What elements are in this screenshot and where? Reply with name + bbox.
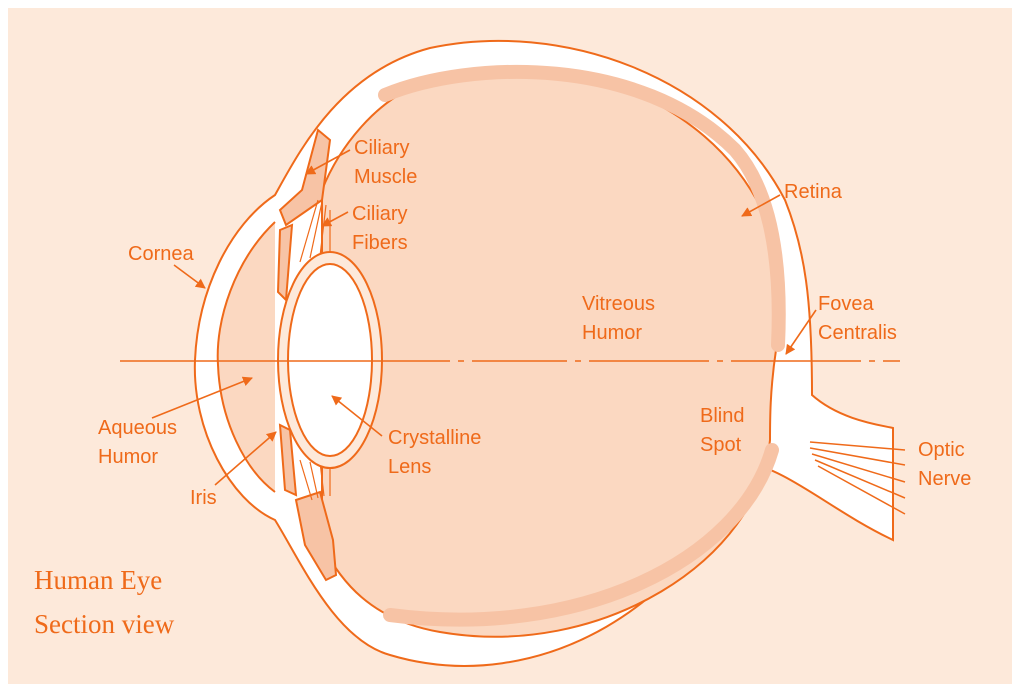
label-vitreous-humor-line2: Humor — [582, 319, 655, 348]
label-ciliary-fibers-line2: Fibers — [352, 229, 408, 258]
label-crystalline-lens-line2: Lens — [388, 453, 481, 482]
label-ciliary-fibers-line1: Ciliary — [352, 200, 408, 229]
label-blind-spot: Blind Spot — [700, 402, 744, 460]
label-iris-text: Iris — [190, 484, 217, 513]
crystalline-lens-core — [288, 264, 372, 456]
label-retina: Retina — [784, 178, 842, 207]
label-ciliary-muscle-line2: Muscle — [354, 163, 417, 192]
label-fovea-centralis-line1: Fovea — [818, 290, 897, 319]
label-optic-nerve-line2: Nerve — [918, 465, 971, 494]
label-aqueous-humor-line2: Humor — [98, 443, 177, 472]
label-optic-nerve: Optic Nerve — [918, 436, 971, 494]
label-ciliary-fibers: Ciliary Fibers — [352, 200, 408, 258]
label-cornea-text: Cornea — [128, 240, 194, 269]
label-iris: Iris — [190, 484, 217, 513]
label-cornea: Cornea — [128, 240, 194, 269]
diagram-title-line2: Section view — [34, 602, 174, 646]
label-ciliary-muscle-line1: Ciliary — [354, 134, 417, 163]
label-ciliary-muscle: Ciliary Muscle — [354, 134, 417, 192]
label-blind-spot-line1: Blind — [700, 402, 744, 431]
label-fovea-centralis-line2: Centralis — [818, 319, 897, 348]
label-vitreous-humor-line1: Vitreous — [582, 290, 655, 319]
diagram-title: Human Eye Section view — [34, 558, 174, 646]
label-optic-nerve-line1: Optic — [918, 436, 971, 465]
label-retina-text: Retina — [784, 178, 842, 207]
label-crystalline-lens: Crystalline Lens — [388, 424, 481, 482]
diagram-title-line1: Human Eye — [34, 558, 174, 602]
label-aqueous-humor: Aqueous Humor — [98, 414, 177, 472]
label-aqueous-humor-line1: Aqueous — [98, 414, 177, 443]
label-fovea-centralis: Fovea Centralis — [818, 290, 897, 348]
label-crystalline-lens-line1: Crystalline — [388, 424, 481, 453]
label-vitreous-humor: Vitreous Humor — [582, 290, 655, 348]
label-blind-spot-line2: Spot — [700, 431, 744, 460]
